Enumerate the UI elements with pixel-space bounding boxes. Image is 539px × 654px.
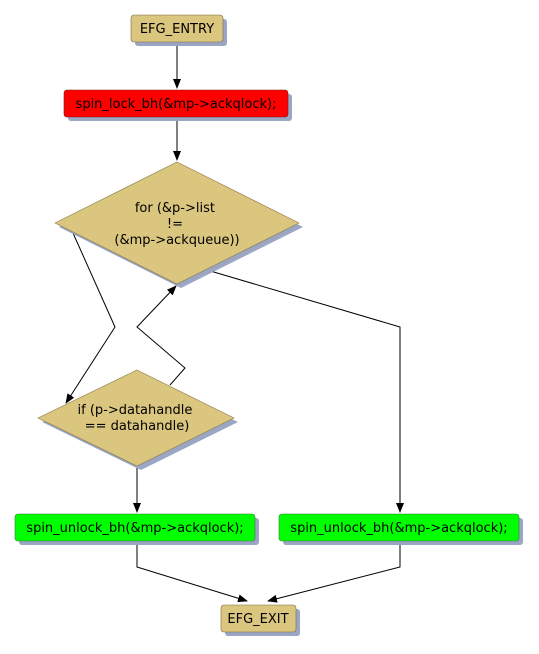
unlock-right-node: spin_unlock_bh(&mp->ackqlock);	[278, 513, 523, 545]
edge-unlock-right-to-exit	[267, 541, 401, 603]
if-label: if (p->datahandle == datahandle)	[78, 403, 197, 434]
entry-node: EFG_ENTRY	[130, 14, 227, 46]
edge-cond-to-loop	[136, 285, 186, 386]
edges	[65, 44, 404, 603]
unlock-left-node: spin_unlock_bh(&mp->ackqlock);	[14, 513, 259, 545]
loop-decision-node: for (&p->list != (&mp->ackqueue))	[54, 161, 303, 288]
if-decision-node: if (p->datahandle == datahandle)	[37, 369, 238, 470]
lock-node: spin_lock_bh(&mp->ackqlock);	[63, 89, 292, 121]
exit-node: EFG_EXIT	[220, 604, 300, 636]
loop-label: for (&p->list != (&mp->ackqueue))	[114, 201, 239, 248]
unlock-right-label: spin_unlock_bh(&mp->ackqlock);	[290, 521, 507, 536]
exit-label: EFG_EXIT	[227, 612, 288, 627]
edge-loop-to-unlock-right	[206, 269, 404, 513]
lock-label: spin_lock_bh(&mp->ackqlock);	[76, 97, 277, 112]
entry-label: EFG_ENTRY	[140, 22, 214, 37]
edge-loop-to-cond	[65, 232, 116, 404]
unlock-left-label: spin_unlock_bh(&mp->ackqlock);	[26, 521, 243, 536]
edge-unlock-left-to-exit	[136, 541, 248, 603]
